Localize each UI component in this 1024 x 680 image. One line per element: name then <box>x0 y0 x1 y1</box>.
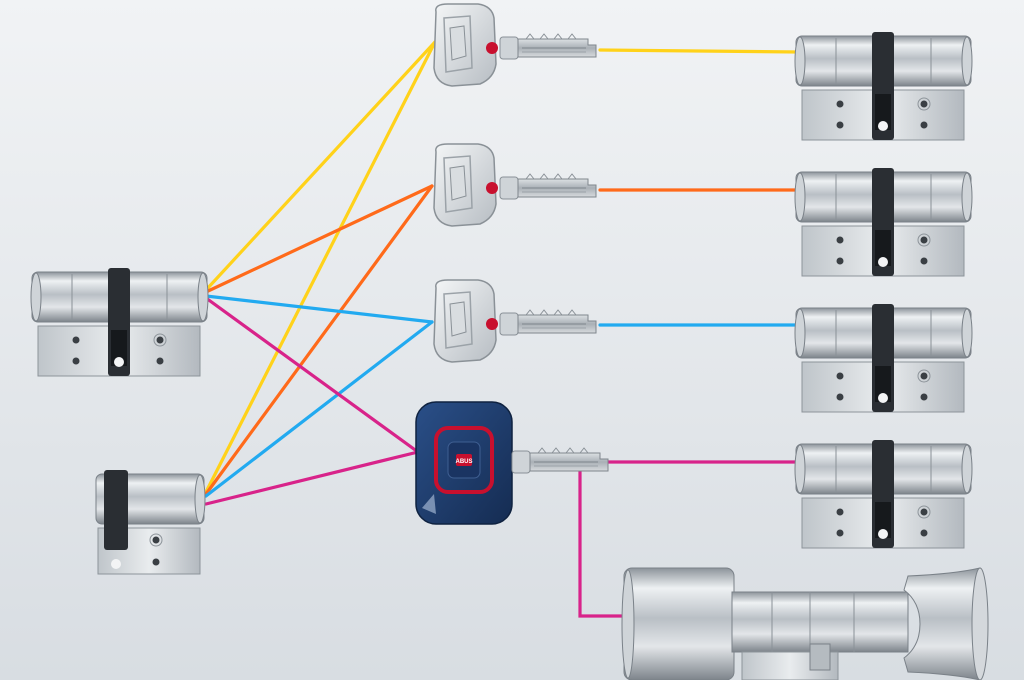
line-magenta-master-top <box>204 296 420 454</box>
double-cylinder-icon <box>794 167 973 277</box>
line-orange-master-top <box>204 184 434 294</box>
double-cylinder-icon <box>30 267 209 377</box>
cylinder-yellow <box>794 31 973 141</box>
knob-cylinder-magenta <box>621 567 989 680</box>
cylinder-magenta <box>794 439 973 549</box>
knob-cylinder-icon <box>621 567 989 680</box>
double-cylinder-icon <box>794 303 973 413</box>
line-yellow-master-bottom <box>204 40 437 494</box>
transponder-logo: ABUS <box>455 459 472 465</box>
cylinder-blue <box>794 303 973 413</box>
line-orange-master-bottom <box>204 184 434 496</box>
connection-lines <box>204 40 800 618</box>
master-cylinder-top <box>30 267 209 377</box>
line-magenta-master-bottom <box>204 450 420 506</box>
key-magenta-transponder: ABUS <box>415 401 609 525</box>
master-cylinder-bottom <box>95 469 206 575</box>
double-cylinder-icon <box>794 31 973 141</box>
cylinder-orange <box>794 167 973 277</box>
transponder-key-icon: ABUS <box>415 401 513 525</box>
line-yellow-to-cylinder <box>598 48 800 54</box>
half-cylinder-icon <box>95 469 206 575</box>
line-blue-master-top <box>204 294 434 324</box>
line-yellow-master-top <box>204 40 437 292</box>
line-magenta-to-knob <box>578 468 628 618</box>
line-blue-master-bottom <box>204 320 434 498</box>
double-cylinder-icon <box>794 439 973 549</box>
